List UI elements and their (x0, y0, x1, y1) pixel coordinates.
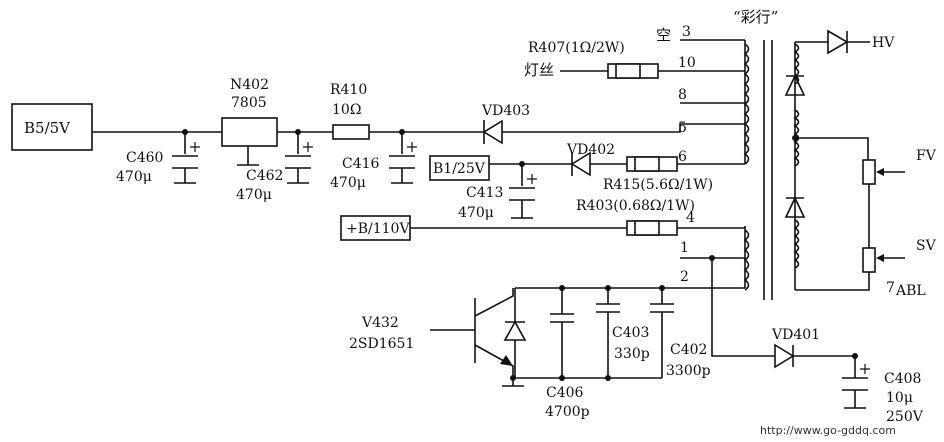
r403-label: R403(0.68Ω/1W) (576, 198, 695, 214)
flyback-core (763, 40, 773, 300)
resistor-r403 (626, 220, 678, 236)
c462-value: 470μ (236, 187, 272, 203)
hv-output-diode (827, 29, 849, 55)
c402-label: C402 (670, 342, 707, 358)
pin-7: 7 (886, 280, 895, 296)
b1-supply-block: B1/25V (429, 155, 490, 181)
c460-value: 470μ (116, 169, 152, 185)
abl-label: ABL (895, 283, 926, 299)
fv-label: FV (916, 148, 937, 164)
flyback-primary-upper-winding (743, 40, 750, 165)
c416-value: 470μ (330, 175, 366, 191)
watermark: http://www.go-gddq.com (760, 424, 896, 437)
hv-diode-upper (784, 74, 806, 96)
r407-label: R407(1Ω/2W) (528, 40, 625, 56)
c416-label: C416 (342, 156, 380, 172)
pin-6: 6 (678, 149, 687, 165)
c413-label: C413 (466, 185, 503, 201)
diode-vd403 (482, 119, 745, 145)
empty-pin-label: 空 (656, 26, 671, 44)
capacitor-c402 (650, 285, 674, 378)
focus-potentiometer (862, 159, 905, 185)
c406-value: 4700p (545, 404, 590, 420)
capacitor-c462 (285, 129, 313, 184)
c460-label: C460 (126, 150, 163, 166)
resistor-r407 (607, 63, 659, 79)
c408-value: 10μ (886, 390, 913, 406)
c408-voltage: 250V (886, 409, 924, 425)
r410-label: R410 (330, 82, 367, 98)
capacitor-c416 (389, 129, 417, 184)
flyback-primary-lower-winding (743, 226, 750, 291)
pin-5: 5 (678, 120, 687, 136)
screen-potentiometer (862, 247, 905, 273)
resistor-r410 (332, 124, 370, 140)
damper-diode (503, 288, 527, 378)
diode-vd401 (774, 343, 795, 369)
sv-label: SV (916, 238, 937, 254)
n402-label: N402 (230, 77, 269, 93)
c402-value: 3300p (666, 363, 711, 379)
hv-label: HV (872, 35, 895, 51)
b1-label: B1/25V (433, 161, 486, 177)
capacitor-c413 (509, 164, 537, 219)
pin-3: 3 (682, 24, 691, 40)
regulator-n402 (221, 117, 278, 166)
plus-b-supply-block: +B/110V (340, 215, 411, 241)
v432-label: V432 (361, 315, 399, 331)
vd403-label: VD403 (481, 103, 530, 119)
pin-1: 1 (680, 240, 689, 256)
transistor-v432 (430, 288, 514, 378)
pin-10: 10 (678, 55, 696, 71)
pin-2: 2 (680, 269, 689, 285)
plus-b-label: +B/110V (346, 221, 410, 237)
diode-vd402 (570, 151, 627, 177)
capacitor-c460 (172, 129, 200, 184)
c413-value: 470μ (458, 205, 494, 221)
c406-label: C406 (546, 385, 584, 401)
capacitor-c408 (842, 353, 870, 409)
resistor-r415 (626, 156, 678, 172)
c403-label: C403 (612, 325, 649, 341)
r410-value: 10Ω (332, 102, 361, 118)
c462-label: C462 (246, 168, 283, 184)
n402-type: 7805 (231, 95, 267, 111)
v432-type: 2SD1651 (349, 336, 414, 352)
capacitor-c403 (596, 285, 620, 381)
capacitor-c406 (550, 285, 574, 381)
c408-label: C408 (884, 371, 921, 387)
pin-4: 4 (686, 210, 695, 226)
fbt-label: “彩行” (733, 8, 778, 26)
c403-value: 330p (614, 346, 650, 362)
vd402-label: VD402 (566, 142, 615, 158)
b5-supply-block: B5/5V (11, 103, 93, 151)
filament-label: 灯丝 (524, 61, 554, 79)
pin-8: 8 (678, 87, 687, 103)
r415-label: R415(5.6Ω/1W) (603, 177, 713, 193)
hv-diode-lower (784, 196, 806, 218)
b5-label: B5/5V (24, 119, 71, 137)
vd401-label: VD401 (771, 327, 820, 343)
